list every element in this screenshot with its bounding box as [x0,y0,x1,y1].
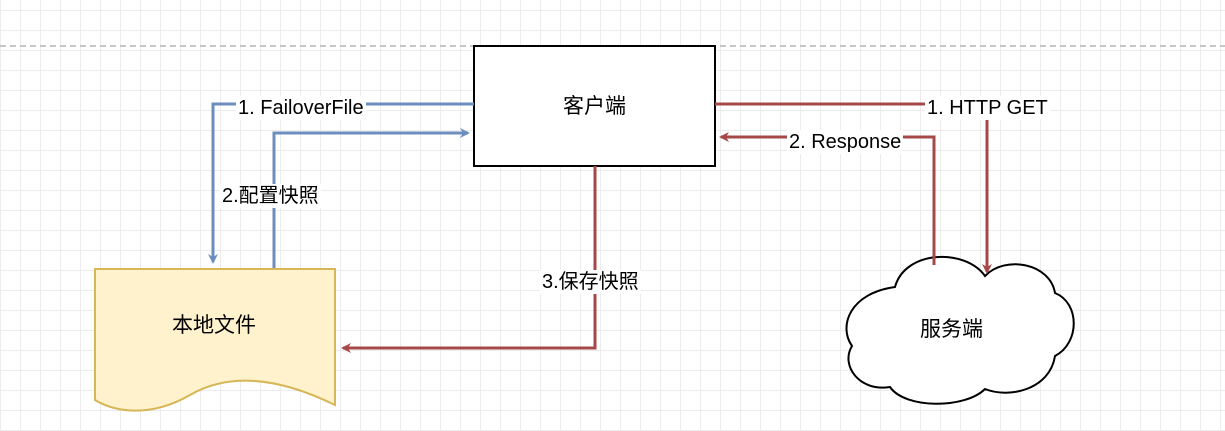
failover-file-arrow [208,102,474,264]
failover-file-label: 1. FailoverFile [236,96,366,120]
response-arrow [719,132,936,265]
save-snapshot-label: 3.保存快照 [540,270,641,294]
http-get-label: 1. HTTP GET [925,96,1050,120]
client-label: 客户端 [563,95,626,118]
server-cloud[interactable] [845,255,1075,405]
local-file-document[interactable] [94,268,336,412]
local-file-label: 本地文件 [172,314,256,337]
config-snapshot-label: 2.配置快照 [220,184,321,208]
server-label: 服务端 [920,318,983,341]
response-label: 2. Response [787,130,904,154]
config-snapshot-arrow [272,128,470,268]
save-snapshot-arrow [341,166,597,353]
